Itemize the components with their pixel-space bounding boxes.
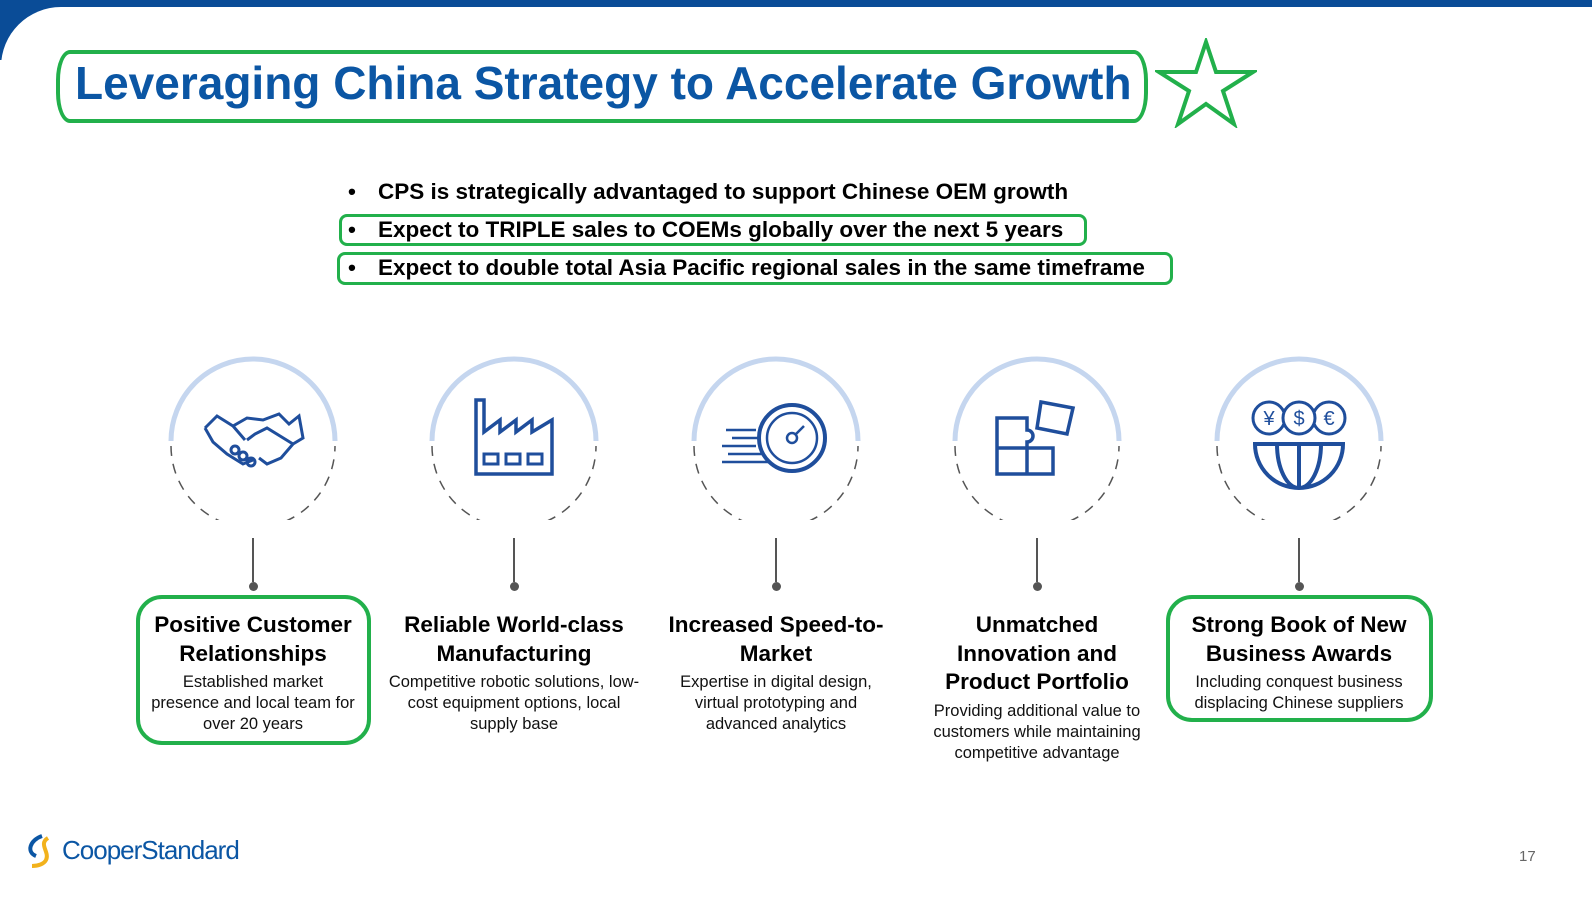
pillar-description: Established market presence and local te… (151, 673, 355, 733)
bullet-text: Expect to double total Asia Pacific regi… (378, 255, 1145, 280)
bullet-item: • Expect to TRIPLE sales to COEMs globall… (345, 216, 1145, 254)
pillar-description: Providing additional value to customers … (933, 701, 1141, 762)
bullet-dot: • (348, 217, 356, 242)
title-highlight (56, 50, 1148, 123)
logo-text: CooperStandard (62, 834, 240, 865)
star-icon (1155, 38, 1257, 128)
pillar-description: Expertise in digital design, virtual pro… (680, 673, 872, 733)
connector-line (252, 538, 254, 582)
bullet-list: • CPS is strategically advantaged to supp… (345, 178, 1145, 292)
pillar: Increased Speed-to-Market Expertise in d… (646, 350, 906, 735)
handshake-icon (168, 356, 338, 520)
bullet-item: • CPS is strategically advantaged to supp… (345, 178, 1145, 216)
pillar-description: Including conquest business displacing C… (1194, 673, 1404, 712)
pillar-description: Competitive robotic solutions, low-cost … (388, 673, 640, 733)
globe-currency-icon: ¥ $ € (1214, 356, 1384, 520)
pillar-title: Strong Book of New Business Awards (1191, 612, 1407, 666)
connector-line (1298, 538, 1300, 582)
pillar: Reliable World-class Manufacturing Compe… (384, 350, 644, 735)
slide-background (1, 7, 1592, 907)
logo-swoosh-icon (28, 834, 50, 868)
connector-dot (1032, 582, 1042, 591)
connector-dot (1294, 582, 1304, 591)
svg-text:$: $ (1293, 408, 1304, 430)
pillar-title: Reliable World-class Manufacturing (404, 612, 624, 666)
svg-text:¥: ¥ (1262, 408, 1275, 430)
page-number: 17 (1519, 848, 1536, 865)
connector-dot (509, 582, 519, 591)
pillar: Unmatched Innovation and Product Portfol… (907, 350, 1167, 764)
connector-line (1036, 538, 1038, 582)
bullet-text: CPS is strategically advantaged to suppo… (378, 179, 1069, 204)
svg-text:€: € (1323, 408, 1334, 430)
pillar-title: Unmatched Innovation and Product Portfol… (945, 612, 1129, 694)
connector-dot (771, 582, 781, 591)
pillar-title: Increased Speed-to-Market (668, 612, 884, 666)
bullet-dot: • (348, 255, 356, 280)
pillar: ¥ $ € Strong Book of New Business Awards I… (1169, 350, 1429, 714)
bullet-highlight (339, 214, 1087, 246)
factory-icon (429, 356, 599, 520)
company-logo: CooperStandard (24, 830, 240, 870)
pillar: Positive Customer Relationships Establis… (123, 350, 383, 735)
bullet-highlight (337, 252, 1173, 285)
bullet-text: Expect to TRIPLE sales to COEMs globally… (378, 217, 1064, 242)
connector-line (513, 538, 515, 582)
connector-dot (248, 582, 258, 591)
slide-title: Leveraging China Strategy to Accelerate … (75, 57, 1132, 109)
puzzle-icon (952, 356, 1122, 520)
pillar-highlight (136, 595, 371, 745)
speedometer-icon (691, 356, 861, 520)
connector-line (775, 538, 777, 582)
pillar-title: Positive Customer Relationships (154, 612, 352, 666)
bullet-dot: • (348, 179, 356, 204)
pillar-highlight (1166, 595, 1433, 722)
bullet-item: • Expect to double total Asia Pacific reg… (345, 254, 1145, 292)
